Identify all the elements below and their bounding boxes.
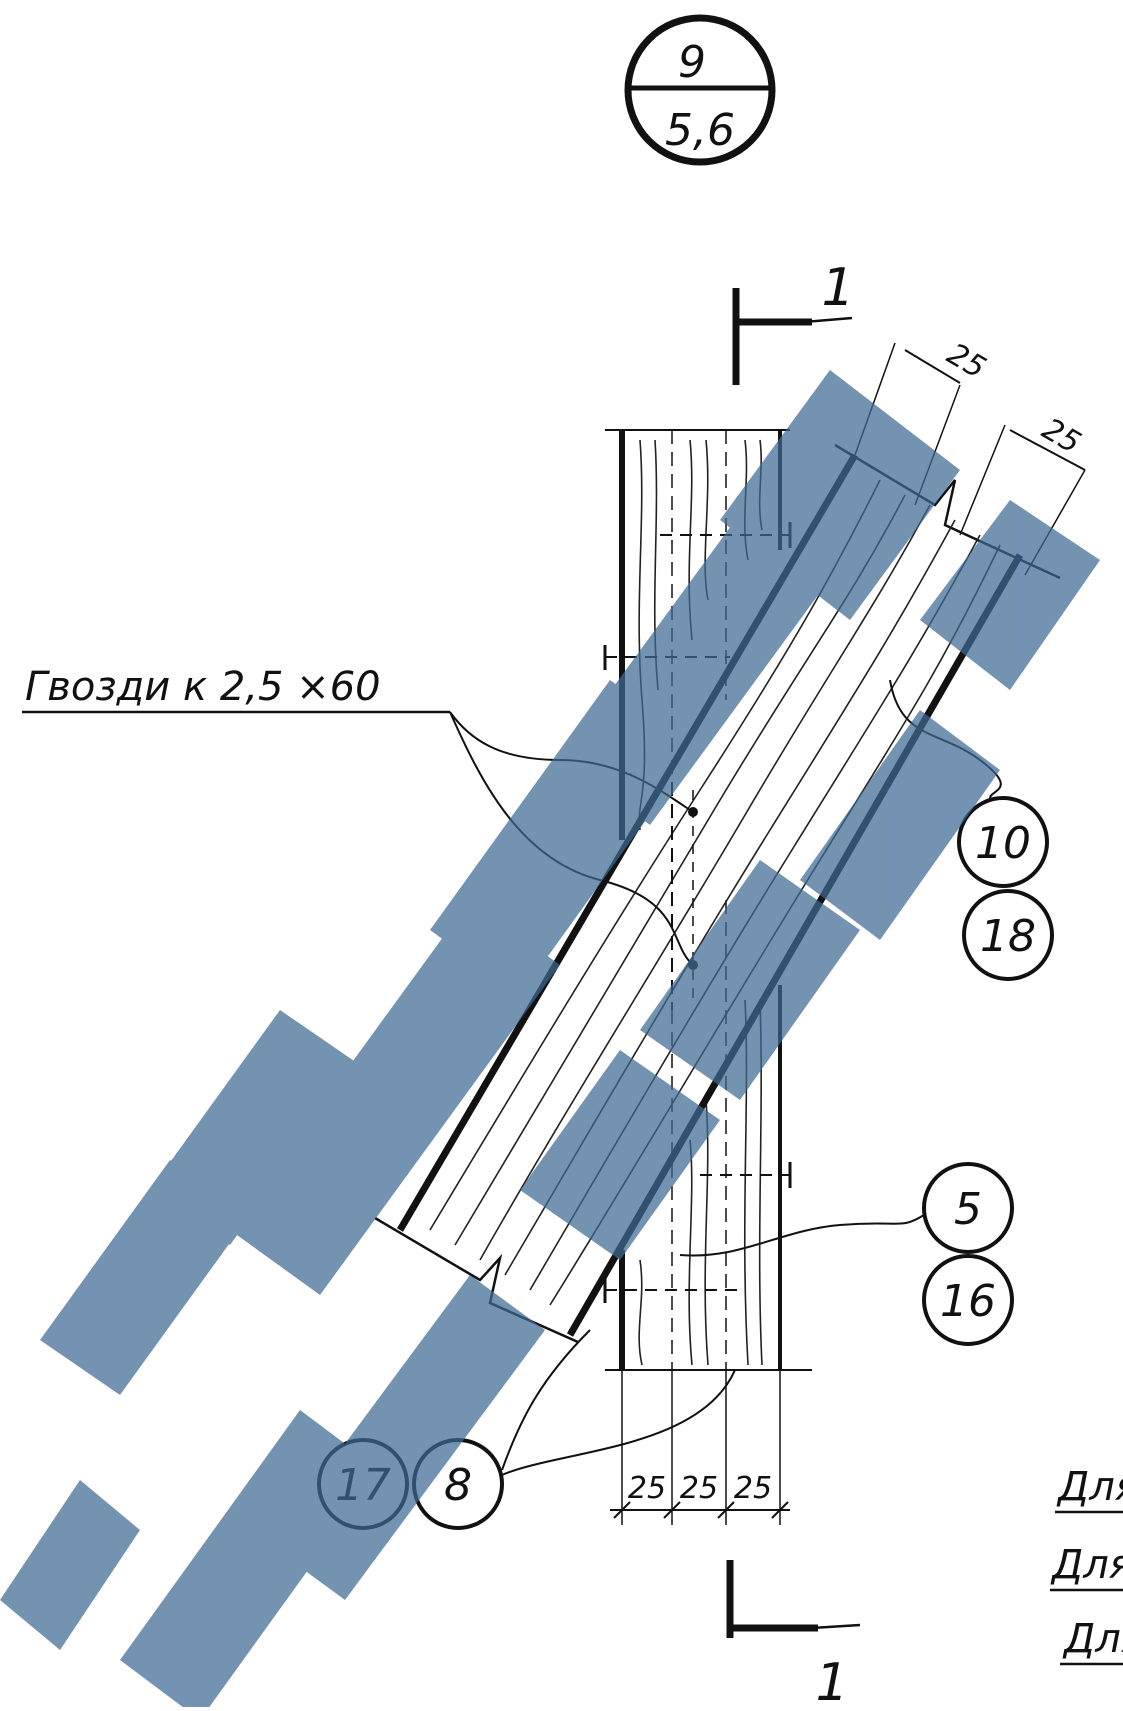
leader-8b [501, 1369, 736, 1476]
section-mark-bottom: 1 [726, 1560, 861, 1711]
view-marker-bottom: 5,6 [665, 105, 735, 156]
callout-5: 5 [922, 1162, 1014, 1254]
callout-18: 18 [962, 889, 1054, 981]
section-mark-bottom-label: 1 [815, 1653, 848, 1707]
dimension-diagonal-2-label: 25 [1036, 412, 1087, 461]
callout-8-label: 8 [444, 1460, 472, 1511]
callout-10: 10 [957, 796, 1049, 888]
watermark [0, 370, 1100, 1711]
section-mark-top: 1 [732, 258, 855, 385]
leader-8a [501, 1329, 591, 1471]
section-mark-top-label: 1 [821, 258, 854, 318]
callout-5-label: 5 [954, 1184, 982, 1235]
side-note-3: Для [1062, 1616, 1123, 1662]
dimension-bottom-2: 25 [680, 1471, 718, 1506]
callout-10-label: 10 [975, 818, 1031, 869]
callout-16-label: 16 [940, 1276, 996, 1327]
callout-16: 16 [922, 1254, 1014, 1346]
leader-5 [679, 1214, 925, 1257]
dimension-bottom-1: 25 [628, 1471, 666, 1506]
callout-18-label: 18 [980, 911, 1036, 962]
side-note-2: Для [1050, 1542, 1123, 1588]
side-notes: Для Для Для [1050, 1464, 1123, 1666]
dimension-bottom-3: 25 [734, 1471, 772, 1506]
view-marker: 9 5,6 [624, 14, 776, 166]
side-note-1: Для [1056, 1464, 1123, 1510]
dimension-diagonal-1-label: 25 [941, 337, 992, 386]
nail-note-label: Гвозди к 2,5 ×60 [25, 664, 381, 710]
view-marker-top: 9 [678, 37, 706, 88]
dimension-bottom-chain: 25 25 25 [610, 1370, 790, 1525]
